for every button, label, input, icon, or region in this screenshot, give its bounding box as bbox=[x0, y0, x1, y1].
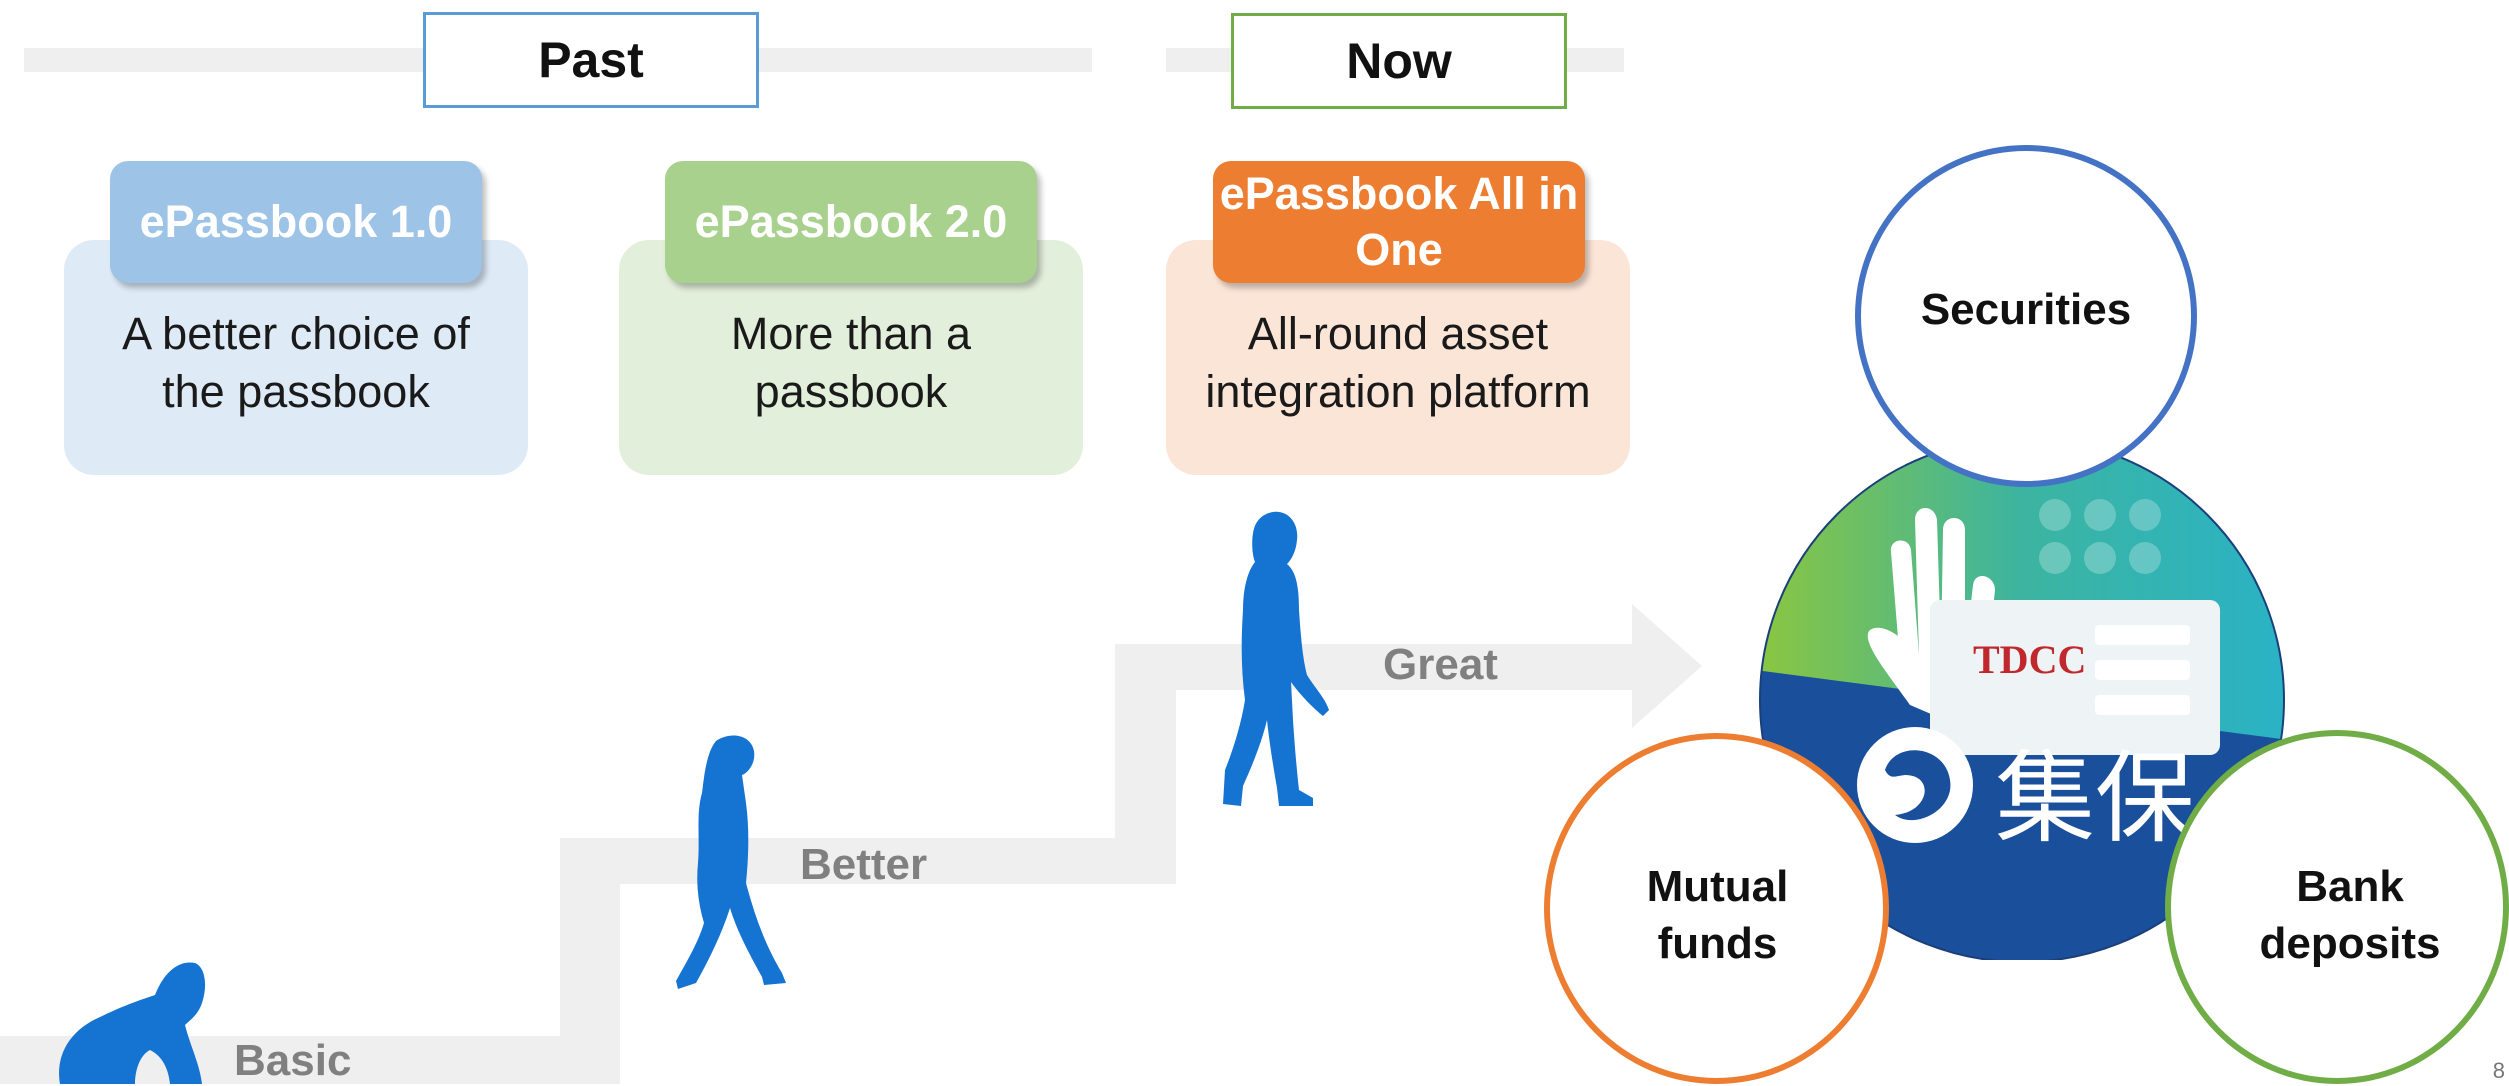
card-2-text: More than a passbook bbox=[730, 307, 972, 417]
securities-circle bbox=[1855, 145, 2197, 487]
securities-label: Securities bbox=[1920, 285, 2132, 335]
tab-epassbook-2: ePassbook 2.0 bbox=[665, 161, 1037, 283]
bank-deposits-label: Bank deposits bbox=[2259, 861, 2441, 968]
period-now-label: Now bbox=[1231, 13, 1567, 109]
stage-basic-label: Basic bbox=[234, 1036, 352, 1085]
tdcc-brand-en: TDCC bbox=[1973, 637, 2086, 682]
card-1-text: A better choice of the passbook bbox=[122, 307, 470, 417]
tab-epassbook-all-in-one: ePassbook All in One bbox=[1213, 161, 1585, 283]
hunched-figure-icon bbox=[676, 735, 786, 989]
walking-person-icon bbox=[1223, 511, 1329, 806]
page-number: 8 bbox=[2492, 1058, 2505, 1083]
tab-epassbook-1: ePassbook 1.0 bbox=[110, 161, 482, 283]
mutual-funds-circle bbox=[1544, 733, 1889, 1084]
stage-great-label: Great bbox=[1383, 640, 1498, 689]
bank-deposits-circle bbox=[2165, 730, 2509, 1084]
period-past-label: Past bbox=[423, 12, 759, 108]
stage-better-label: Better bbox=[800, 840, 928, 889]
card-3-text: All-round asset integration platform bbox=[1205, 307, 1591, 417]
tdcc-brand-zh: 集保 bbox=[1995, 740, 2195, 857]
ape-figure-icon bbox=[59, 962, 206, 1084]
mutual-funds-label: Mutual funds bbox=[1646, 861, 1789, 968]
